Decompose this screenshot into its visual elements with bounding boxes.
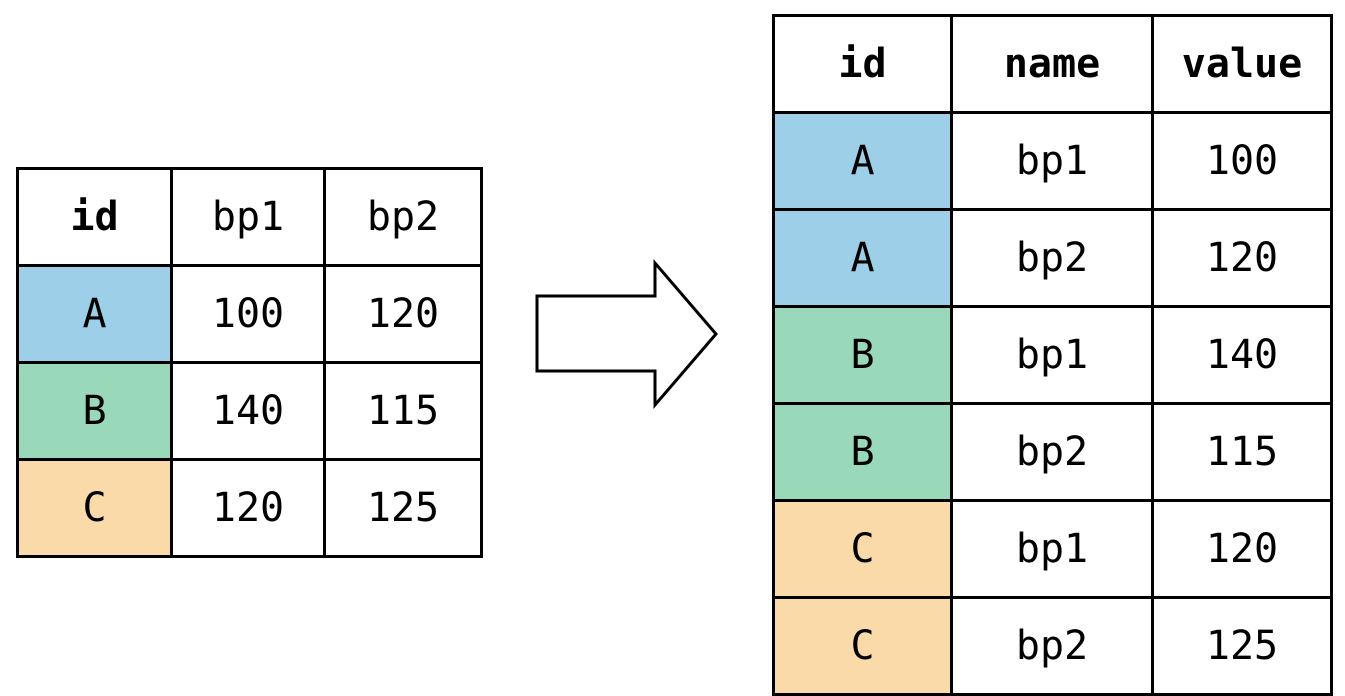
wide-cell-bp1: 100: [170, 264, 326, 364]
long-cell-name: bp2: [950, 402, 1154, 502]
wide-cell-id: B: [16, 361, 173, 461]
wide-cell-id: A: [16, 264, 173, 364]
long-table-header-row: id name value: [772, 14, 1333, 114]
long-cell-value: 115: [1151, 402, 1333, 502]
long-cell-id: C: [772, 499, 953, 599]
wide-header-bp1: bp1: [170, 167, 326, 267]
long-header-name: name: [950, 14, 1154, 114]
long-header-value: value: [1151, 14, 1333, 114]
long-table-row: A bp2 120: [772, 208, 1333, 308]
long-table-row: B bp2 115: [772, 402, 1333, 502]
wide-cell-bp1: 140: [170, 361, 326, 461]
long-cell-name: bp1: [950, 499, 1154, 599]
long-cell-id: A: [772, 111, 953, 211]
wide-table-row: A 100 120: [16, 264, 483, 364]
long-cell-id: A: [772, 208, 953, 308]
long-cell-value: 120: [1151, 208, 1333, 308]
long-cell-value: 100: [1151, 111, 1333, 211]
wide-table-row: B 140 115: [16, 361, 483, 461]
wide-cell-id: C: [16, 458, 173, 558]
long-cell-value: 140: [1151, 305, 1333, 405]
long-table-row: C bp1 120: [772, 499, 1333, 599]
long-cell-value: 120: [1151, 499, 1333, 599]
wide-header-bp2: bp2: [323, 167, 483, 267]
long-cell-name: bp1: [950, 111, 1154, 211]
wide-table-row: C 120 125: [16, 458, 483, 558]
wide-cell-bp2: 120: [323, 264, 483, 364]
wide-cell-bp1: 120: [170, 458, 326, 558]
long-cell-name: bp2: [950, 596, 1154, 696]
right-arrow-icon: [535, 258, 718, 410]
wide-cell-bp2: 115: [323, 361, 483, 461]
long-cell-name: bp1: [950, 305, 1154, 405]
wide-table-header-row: id bp1 bp2: [16, 167, 483, 267]
wide-header-id: id: [16, 167, 173, 267]
long-cell-id: B: [772, 402, 953, 502]
long-table-row: C bp2 125: [772, 596, 1333, 696]
wide-cell-bp2: 125: [323, 458, 483, 558]
long-cell-value: 125: [1151, 596, 1333, 696]
long-header-id: id: [772, 14, 953, 114]
long-table: id name value A bp1 100 A bp2 120 B bp1 …: [772, 14, 1333, 696]
long-table-row: B bp1 140: [772, 305, 1333, 405]
wide-table: id bp1 bp2 A 100 120 B 140 115 C 120 125: [16, 167, 483, 558]
long-cell-id: B: [772, 305, 953, 405]
long-cell-name: bp2: [950, 208, 1154, 308]
long-table-row: A bp1 100: [772, 111, 1333, 211]
long-cell-id: C: [772, 596, 953, 696]
